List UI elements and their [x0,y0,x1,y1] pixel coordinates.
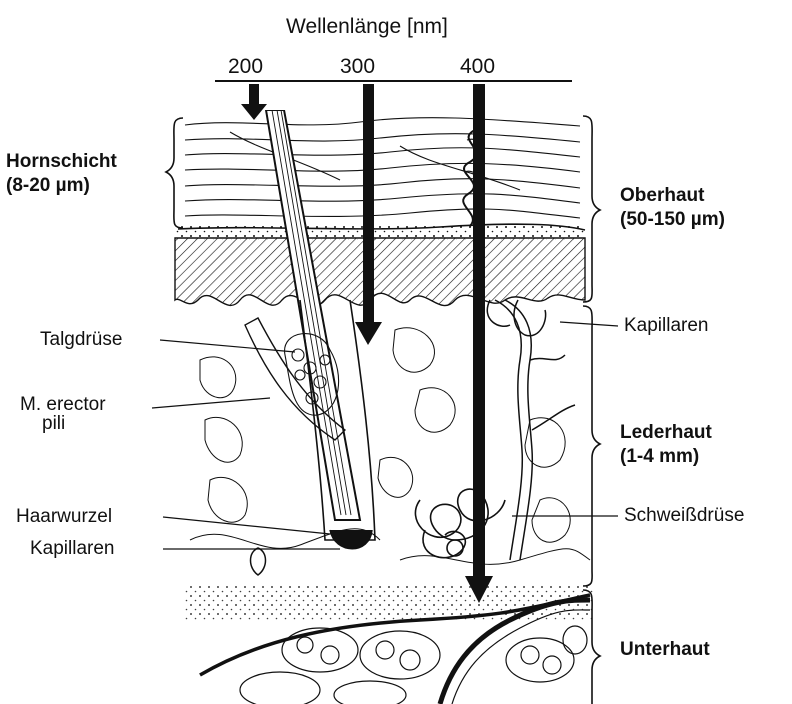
arrow-300nm-shaft [363,84,374,324]
label-kapillaren-left: Kapillaren [30,538,115,560]
stratum-corneum-layer [185,118,580,218]
label-hornschicht: Hornschicht [6,151,117,173]
label-oberhaut: Oberhaut [620,185,704,207]
leader-haarwurzel [163,517,330,534]
leader-talgdruese [160,340,295,352]
axis-title: Wellenlänge [nm] [286,16,448,38]
arrow-200nm-head [241,104,267,120]
leader-lines [152,322,618,549]
label-talgdruese: Talgdrüse [40,329,122,351]
label-kapillaren-right: Kapillaren [624,315,709,337]
epidermis-hatched-layer [175,238,585,306]
label-haarwurzel: Haarwurzel [16,506,112,528]
label-hornschicht-size: (8-20 µm) [6,175,90,197]
leader-kapillaren-right [560,322,618,326]
label-lederhaut: Lederhaut [620,422,712,444]
vessel-left-bottom [251,548,266,575]
tick-300: 300 [340,56,375,78]
label-unterhaut: Unterhaut [620,639,710,661]
hornschicht-brace [166,118,183,228]
sweat-gland-coil [415,489,505,558]
label-lederhaut-size: (1-4 mm) [620,446,699,468]
lederhaut-brace [583,306,600,586]
label-erector-line2: pili [42,413,65,435]
tick-200: 200 [228,56,263,78]
dermis-subcutis-boundary [185,585,595,620]
hair-root-bulb [330,530,372,549]
arrow-400nm-shaft [473,84,485,578]
arrow-300nm-head [355,322,382,345]
label-schweissdruese: Schweißdrüse [624,505,744,527]
leader-erector [152,398,270,408]
label-oberhaut-size: (50-150 µm) [620,209,725,231]
arrow-200nm-shaft [249,84,259,106]
tick-400: 400 [460,56,495,78]
